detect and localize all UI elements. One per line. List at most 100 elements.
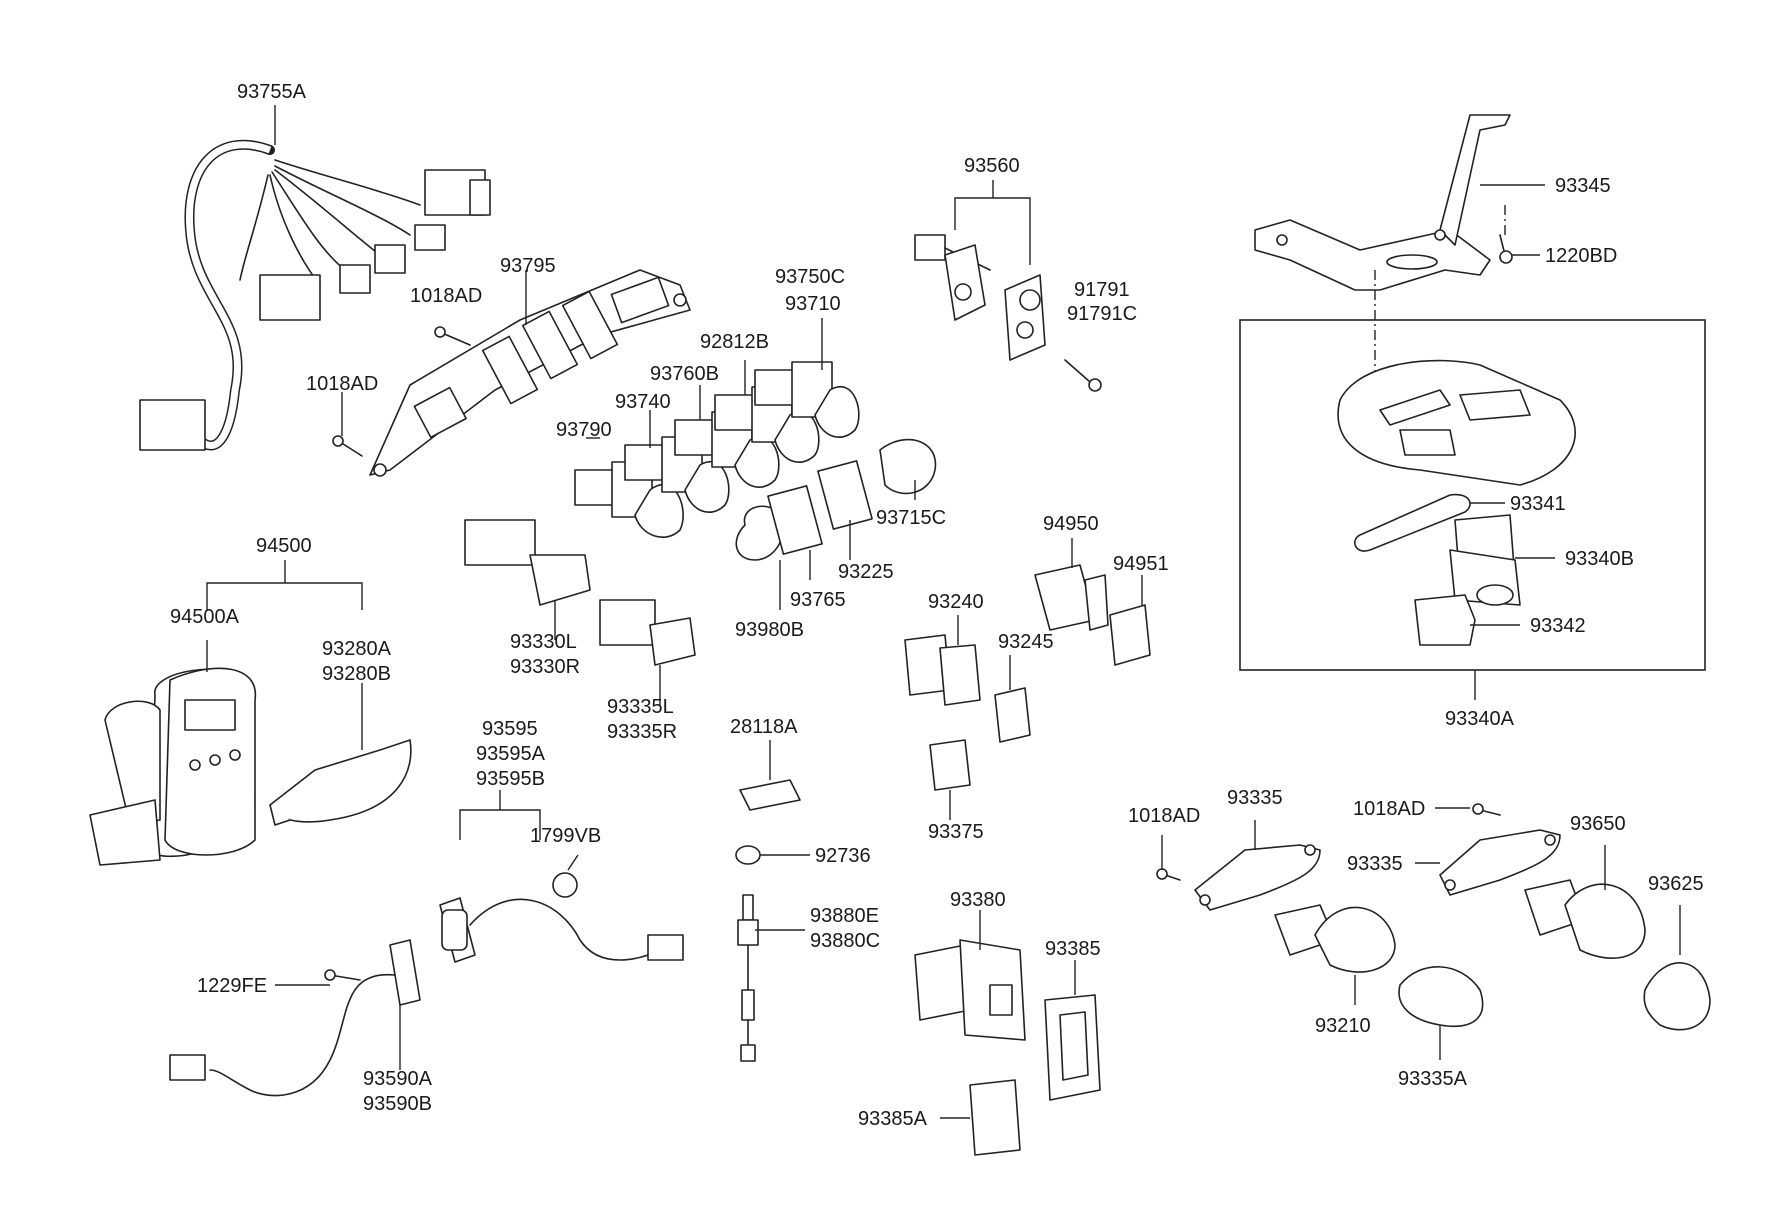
screw-1018AD-d bbox=[1472, 803, 1501, 816]
label-1229FE: 1229FE bbox=[197, 975, 267, 997]
label-93590A: 93590A bbox=[363, 1068, 433, 1090]
part-93795-bezel bbox=[369, 269, 691, 477]
part-93240-switch bbox=[904, 634, 981, 706]
label-93560: 93560 bbox=[964, 155, 1020, 177]
screw-1018AD-a bbox=[434, 326, 471, 346]
screw-1220BD bbox=[1499, 234, 1513, 264]
label-93385: 93385 bbox=[1045, 938, 1101, 960]
part-93755A-harness bbox=[139, 139, 491, 451]
label-92812B: 92812B bbox=[700, 331, 769, 353]
part-93385-bezel bbox=[1044, 994, 1101, 1101]
label-93280A: 93280A bbox=[322, 638, 392, 660]
label-94500A: 94500A bbox=[170, 606, 240, 628]
label-93595A: 93595A bbox=[476, 743, 546, 765]
label-91791: 91791 bbox=[1074, 279, 1130, 301]
part-93560-switch bbox=[914, 234, 1046, 361]
part-93380-switch bbox=[914, 939, 1026, 1041]
label-1018AD-b: 1018AD bbox=[306, 373, 378, 395]
part-93340A-lamp bbox=[1337, 359, 1576, 486]
label-94500: 94500 bbox=[256, 535, 312, 557]
part-93335-bracket-b bbox=[1439, 829, 1561, 896]
label-93710: 93710 bbox=[785, 293, 841, 315]
label-1799VB: 1799VB bbox=[530, 825, 601, 847]
label-93335A: 93335A bbox=[1398, 1068, 1468, 1090]
label-93755A: 93755A bbox=[237, 81, 307, 103]
screw-1018AD-c bbox=[1156, 868, 1181, 881]
part-92736-cap bbox=[735, 845, 761, 865]
label-93345: 93345 bbox=[1555, 175, 1611, 197]
part-93595-cable bbox=[439, 897, 684, 963]
label-93280B: 93280B bbox=[322, 663, 391, 685]
part-93330-switch bbox=[464, 519, 591, 606]
label-93335L: 93335L bbox=[607, 696, 674, 718]
part-93880-sensor bbox=[737, 894, 759, 1062]
label-94950: 94950 bbox=[1043, 513, 1099, 535]
label-93340B: 93340B bbox=[1565, 548, 1634, 570]
label-93225: 93225 bbox=[838, 561, 894, 583]
label-93880E: 93880E bbox=[810, 905, 879, 927]
part-94951-switch bbox=[1109, 604, 1151, 666]
part-28118A-pad bbox=[739, 779, 801, 811]
label-93650: 93650 bbox=[1570, 813, 1626, 835]
label-93342: 93342 bbox=[1530, 615, 1586, 637]
label-93335-b: 93335 bbox=[1347, 853, 1403, 875]
part-93650-lamp bbox=[1524, 879, 1646, 959]
label-1018AD-d: 1018AD bbox=[1353, 798, 1425, 820]
label-93750C: 93750C bbox=[775, 266, 845, 288]
label-93335-a: 93335 bbox=[1227, 787, 1283, 809]
label-93980B: 93980B bbox=[735, 619, 804, 641]
clamp-1799VB bbox=[552, 872, 578, 898]
label-93375: 93375 bbox=[928, 821, 984, 843]
label-93341: 93341 bbox=[1510, 493, 1566, 515]
label-93340A: 93340A bbox=[1445, 708, 1515, 730]
part-93341-lens bbox=[1354, 493, 1471, 552]
label-93330R: 93330R bbox=[510, 656, 580, 678]
part-93245-switch bbox=[994, 687, 1031, 743]
part-93345-bracket bbox=[1254, 114, 1511, 291]
screw-1229FE bbox=[324, 969, 361, 981]
label-93210: 93210 bbox=[1315, 1015, 1371, 1037]
label-93760B: 93760B bbox=[650, 363, 719, 385]
part-93335A-lens bbox=[1398, 966, 1484, 1027]
label-93330L: 93330L bbox=[510, 631, 577, 653]
label-93335R: 93335R bbox=[607, 721, 677, 743]
label-93740: 93740 bbox=[615, 391, 671, 413]
part-93625-lamp bbox=[1643, 962, 1711, 1031]
label-93380: 93380 bbox=[950, 889, 1006, 911]
part-93590-cable bbox=[169, 939, 421, 1097]
part-94950-switch bbox=[1034, 564, 1109, 631]
label-93765: 93765 bbox=[790, 589, 846, 611]
label-93385A: 93385A bbox=[858, 1108, 928, 1130]
label-93240: 93240 bbox=[928, 591, 984, 613]
label-93790: 93790 bbox=[556, 419, 612, 441]
label-1018AD-a: 1018AD bbox=[410, 285, 482, 307]
label-94951: 94951 bbox=[1113, 553, 1169, 575]
part-94500A-console bbox=[89, 667, 257, 866]
label-93245: 93245 bbox=[998, 631, 1054, 653]
screw-1018AD-b bbox=[332, 435, 363, 457]
switch-group-row bbox=[574, 361, 937, 561]
label-1220BD: 1220BD bbox=[1545, 245, 1617, 267]
part-93340A-box bbox=[1239, 319, 1706, 671]
label-92736: 92736 bbox=[815, 845, 871, 867]
label-1018AD-c: 1018AD bbox=[1128, 805, 1200, 827]
part-93210-lamp bbox=[1274, 904, 1396, 973]
label-93590B: 93590B bbox=[363, 1093, 432, 1115]
labels: 93755A 93795 1018AD 1018AD 93750C 93710 … bbox=[170, 81, 1704, 1130]
part-93280-cover bbox=[269, 739, 412, 826]
part-93385A-cover bbox=[969, 1079, 1021, 1156]
label-93595: 93595 bbox=[482, 718, 538, 740]
part-93335-switch bbox=[599, 599, 696, 666]
label-93625: 93625 bbox=[1648, 873, 1704, 895]
screw-91791 bbox=[1064, 359, 1102, 392]
part-93375-switch bbox=[929, 739, 971, 791]
label-93715C: 93715C bbox=[876, 507, 946, 529]
part-93340B-housing bbox=[1449, 514, 1521, 606]
label-91791C: 91791C bbox=[1067, 303, 1137, 325]
label-28118A: 28118A bbox=[730, 716, 798, 738]
label-93795: 93795 bbox=[500, 255, 556, 277]
part-93335-bracket-a bbox=[1194, 844, 1321, 911]
part-93342-bulb bbox=[1414, 594, 1476, 646]
